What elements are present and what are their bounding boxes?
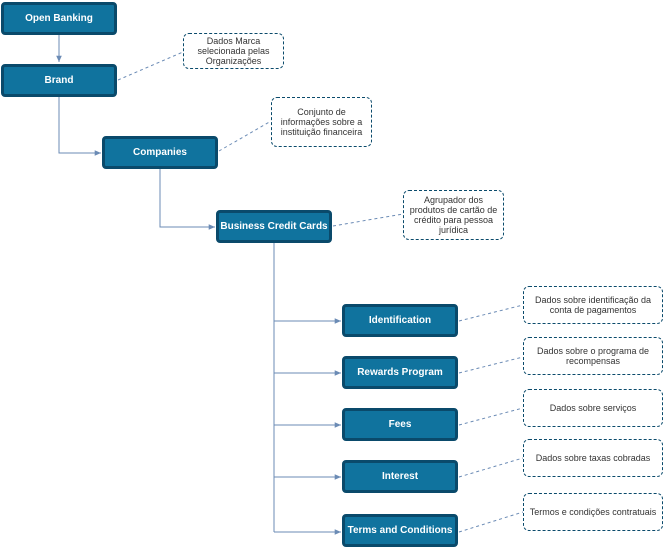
note-companies: Conjunto de informações sobre a institui… [271, 97, 372, 147]
connector-companies-bcc [159, 169, 215, 230]
node-rewards-program[interactable]: Rewards Program [342, 356, 458, 389]
note-rewards-program: Dados sobre o programa de recompensas [523, 337, 663, 375]
note-fees: Dados sobre serviços [523, 389, 663, 427]
node-interest[interactable]: Interest [342, 460, 458, 493]
note-link-fees [458, 407, 524, 426]
node-business-credit-cards[interactable]: Business Credit Cards [216, 210, 332, 243]
node-brand[interactable]: Brand [1, 64, 117, 97]
note-link-brand [117, 51, 184, 81]
note-link-identification [458, 304, 524, 322]
note-brand: Dados Marca selecionada pelas Organizaçõ… [183, 33, 284, 69]
note-interest: Dados sobre taxas cobradas [523, 439, 663, 477]
node-open-banking[interactable]: Open Banking [1, 2, 117, 35]
note-link-terms [458, 511, 524, 533]
note-business-credit-cards: Agrupador dos produtos de cartão de créd… [403, 190, 504, 240]
node-terms-and-conditions[interactable]: Terms and Conditions [342, 514, 458, 547]
note-link-interest [458, 457, 524, 478]
connector-brand-companies [58, 97, 101, 156]
node-companies[interactable]: Companies [102, 136, 218, 169]
note-link-rewards [458, 356, 524, 374]
node-identification[interactable]: Identification [342, 304, 458, 337]
note-terms-and-conditions: Termos e condições contratuais [523, 493, 663, 531]
node-fees[interactable]: Fees [342, 408, 458, 441]
note-link-bcc [332, 213, 404, 227]
note-identification: Dados sobre identificação da conta de pa… [523, 286, 663, 324]
note-link-companies [218, 120, 272, 152]
